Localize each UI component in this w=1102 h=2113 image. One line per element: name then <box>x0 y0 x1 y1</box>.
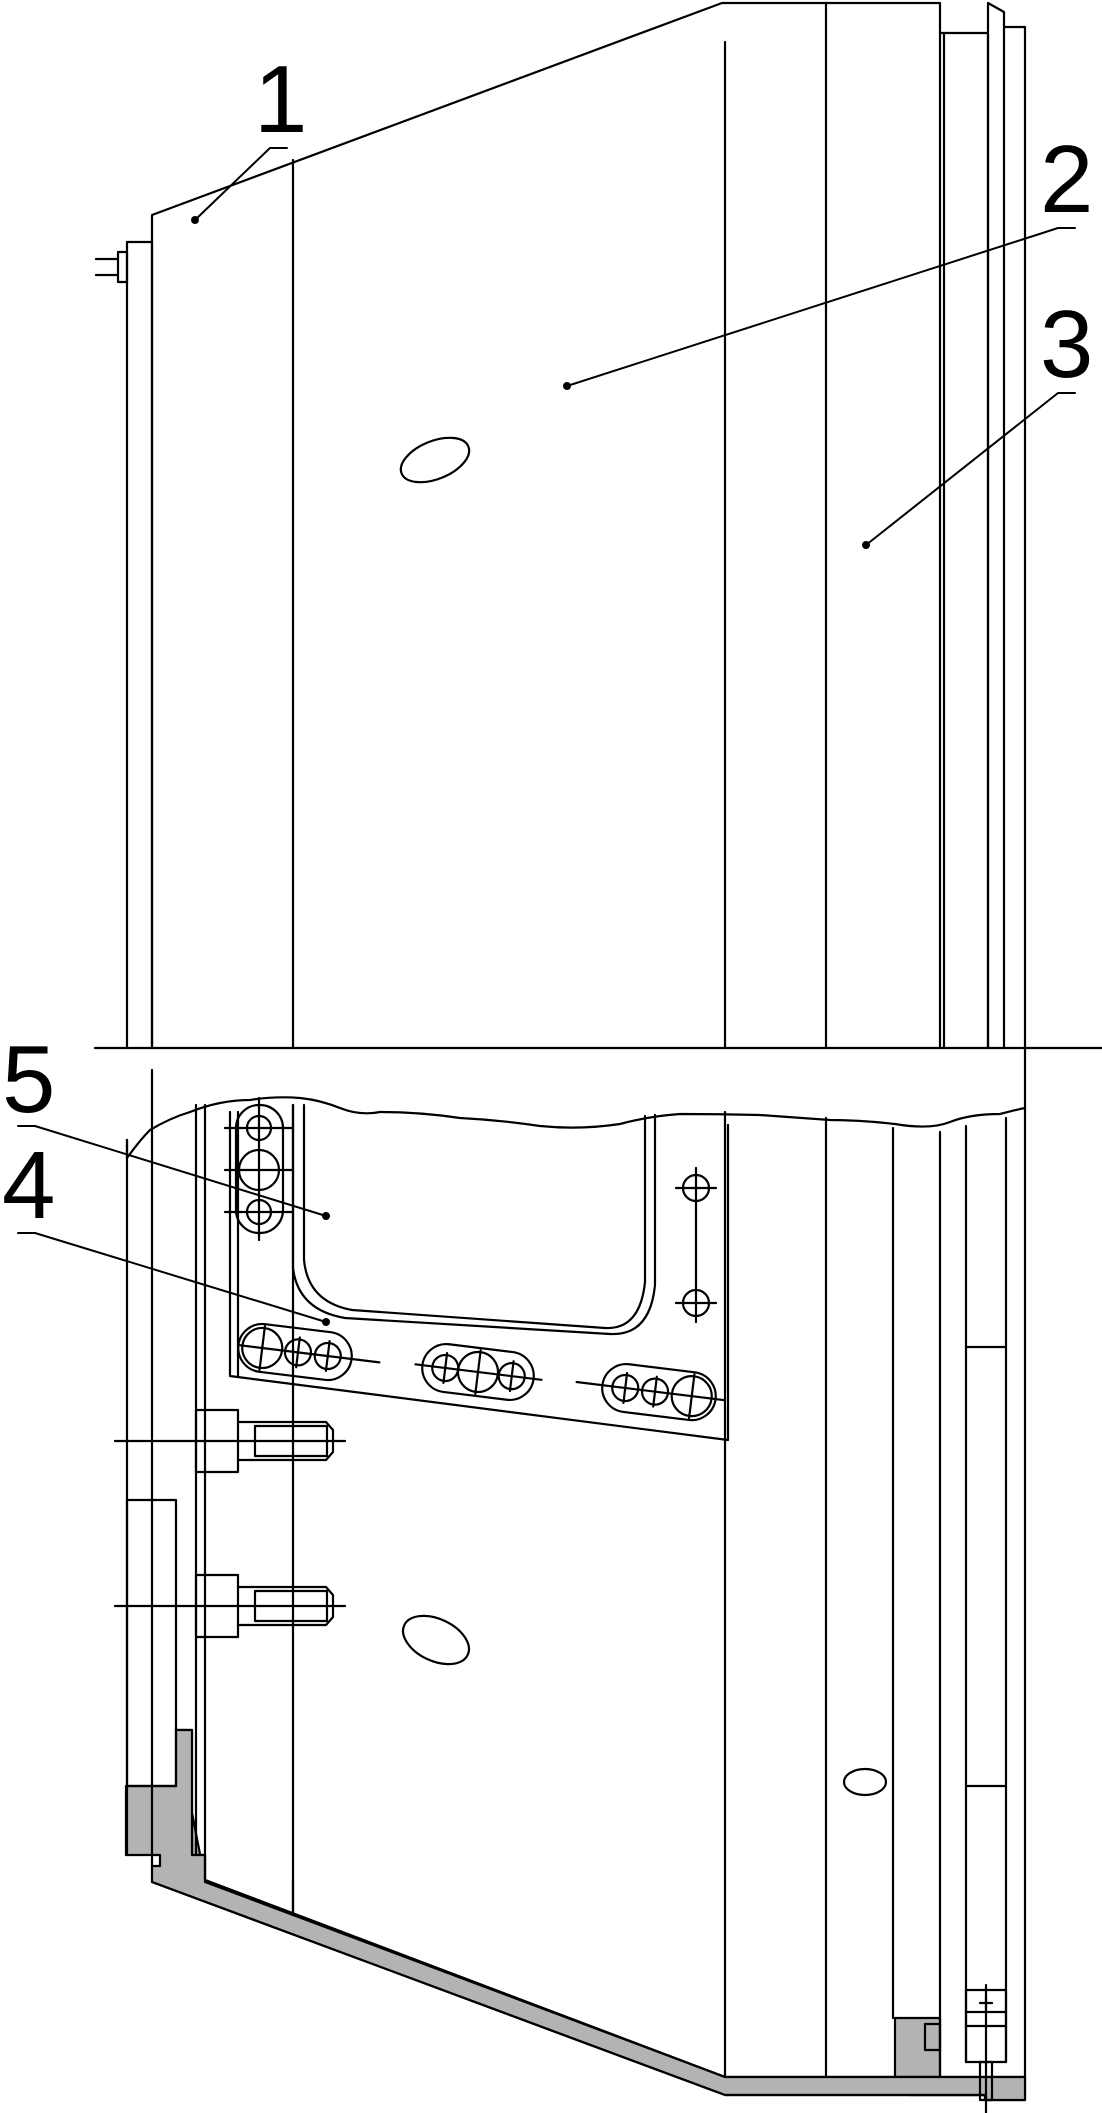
upper-flange-top <box>938 31 990 1050</box>
window-opening-inner <box>302 1103 647 1330</box>
upper-flange-lip <box>986 1 1006 1050</box>
callout-leaders <box>17 147 1076 1326</box>
leader-2 <box>566 227 1076 387</box>
bottom-edge-inner <box>203 1878 727 2079</box>
slot-middle <box>414 1343 543 1401</box>
callout-3: 3 <box>1040 291 1093 398</box>
leader-3 <box>865 392 1076 546</box>
window-opening-outer <box>291 1103 657 1336</box>
slot-right <box>575 1363 725 1422</box>
cover-plate-outline <box>228 1110 730 1442</box>
leader-1 <box>194 147 288 221</box>
left-lower-block <box>125 1498 178 1788</box>
bottom-small-block <box>923 2022 942 2052</box>
callout-5: 5 <box>2 1026 55 1133</box>
upper-flange-outer <box>1002 25 1027 1050</box>
leader-3-dot <box>862 541 870 549</box>
section-fill-left <box>124 1728 1027 2102</box>
leader-4-dot <box>322 1318 330 1326</box>
callout-2: 2 <box>1040 126 1093 233</box>
leader-5 <box>17 1125 327 1217</box>
lower-oval-hole <box>401 1614 471 1666</box>
bolt-lower <box>113 1573 347 1639</box>
bottom-edge-outer <box>150 1880 987 2097</box>
torn-break-contour <box>125 1096 1027 1160</box>
upper-body-outline <box>150 1 942 1050</box>
upper-left-plate <box>125 240 154 1050</box>
upper-oval-hole <box>399 436 471 484</box>
lower-view <box>113 1046 1027 2113</box>
lower-small-oval <box>842 1767 888 1797</box>
callout-4: 4 <box>2 1132 55 1239</box>
leader-2-dot <box>563 382 571 390</box>
bolt-upper <box>113 1408 347 1474</box>
upper-view <box>94 1 1027 1050</box>
callout-1: 1 <box>254 46 307 153</box>
upper-stud <box>116 250 129 284</box>
leader-5-dot <box>322 1212 330 1220</box>
leader-4 <box>17 1232 327 1323</box>
slot-left <box>237 1322 381 1382</box>
leader-1-dot <box>191 216 199 224</box>
